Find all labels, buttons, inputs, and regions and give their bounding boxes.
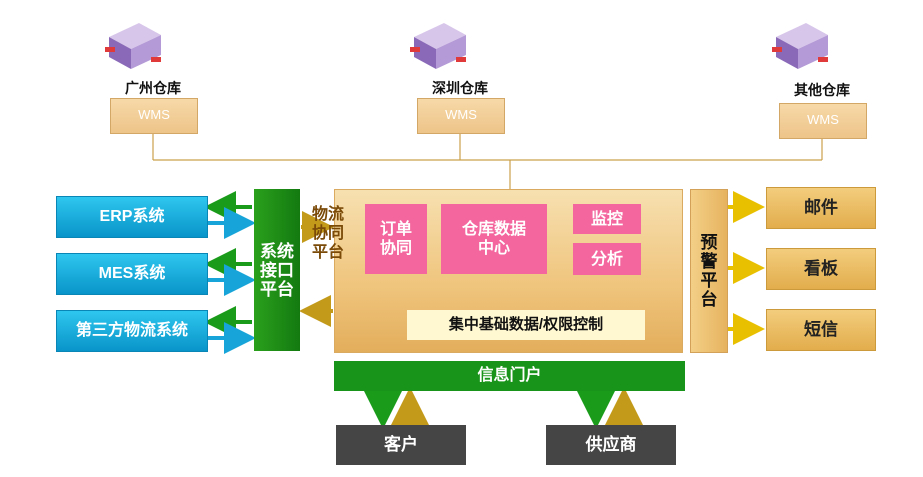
- warning-platform-char: 台: [700, 290, 718, 309]
- analysis-module: 分析: [573, 243, 641, 275]
- warning-platform-char: 平: [700, 271, 718, 290]
- info-portal-bar: 信息门户: [334, 361, 685, 391]
- core-platform-block: 订单 协同 仓库数据 中心 监控 分析 集中基础数据/权限控制: [334, 189, 683, 353]
- order-collab-module: 订单 协同: [365, 204, 427, 274]
- supplier-box: 供应商: [546, 425, 676, 465]
- server-rack-icon: [410, 23, 466, 69]
- warning-platform-char: 警: [700, 252, 718, 271]
- erp-system-box: ERP系统: [56, 196, 208, 238]
- mes-system-box: MES系统: [56, 253, 208, 295]
- wms-box: WMS: [779, 103, 867, 139]
- sms-output-box: 短信: [766, 309, 876, 351]
- third-party-logistics-box: 第三方物流系统: [56, 310, 208, 352]
- wms-box: WMS: [110, 98, 198, 134]
- warehouse-data-line: 仓库数据: [461, 221, 526, 238]
- customer-box: 客户: [336, 425, 466, 465]
- interface-platform-line: 系统: [260, 241, 294, 261]
- logistics-collab-line: 平台: [312, 244, 345, 261]
- dashboard-output-box: 看板: [766, 248, 876, 290]
- warning-platform-char: 预: [700, 233, 718, 252]
- base-data-permission-bar: 集中基础数据/权限控制: [407, 310, 645, 340]
- warehouse-label: 深圳仓库: [432, 80, 488, 96]
- warning-platform: 预 警 平 台: [690, 189, 728, 353]
- interface-platform-line: 接口: [260, 260, 294, 280]
- interface-platform-line: 平台: [260, 279, 294, 299]
- email-output-box: 邮件: [766, 187, 876, 229]
- server-rack-icon: [772, 23, 828, 69]
- warehouse-label: 其他仓库: [794, 82, 850, 98]
- interface-platform: 系统 接口 平台: [254, 189, 300, 351]
- warehouse-label: 广州仓库: [125, 80, 181, 96]
- warehouse-data-module: 仓库数据 中心: [441, 204, 547, 274]
- wms-bus-lines: [152, 132, 823, 189]
- warehouse-data-line: 中心: [477, 240, 510, 257]
- logistics-collab-label: 物流 协同 平台: [312, 205, 352, 262]
- order-collab-line: 协同: [379, 240, 412, 257]
- monitor-module: 监控: [573, 204, 641, 234]
- wms-box: WMS: [417, 98, 505, 134]
- server-rack-icon: [105, 23, 161, 69]
- logistics-collab-line: 物流: [312, 206, 345, 223]
- order-collab-line: 订单: [379, 221, 412, 238]
- logistics-collab-line: 协同: [312, 225, 345, 242]
